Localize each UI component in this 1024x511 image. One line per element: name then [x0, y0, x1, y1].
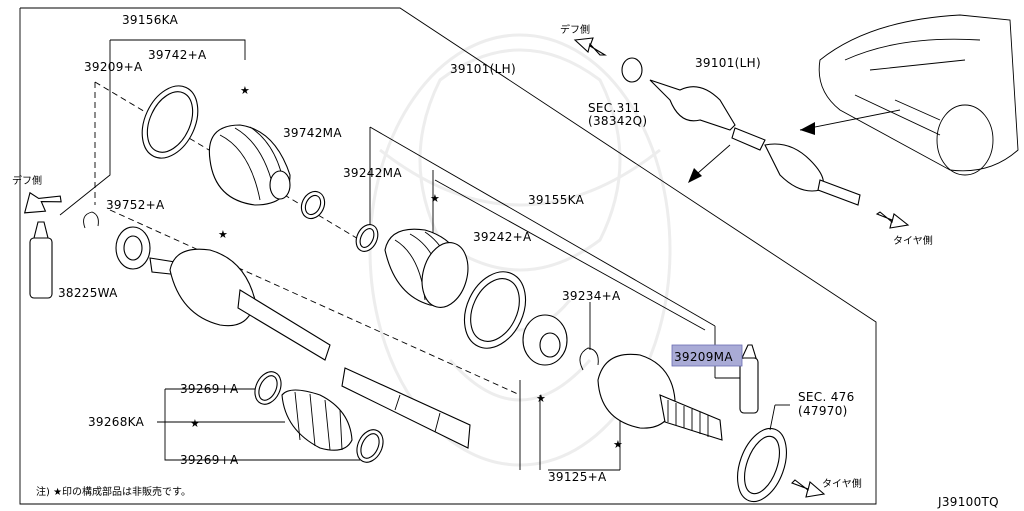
label-39268KA[interactable]: 39268KA: [88, 415, 145, 429]
label-39155KA[interactable]: 39155KA: [528, 193, 585, 207]
boot-clamp-39742A[interactable]: [131, 77, 208, 167]
label-39209MA[interactable]: 39209MA: [674, 350, 733, 364]
boot-39242A[interactable]: [384, 228, 475, 312]
footer-note: 注) ★印の構成部品は非販売です。: [36, 485, 191, 498]
label-39125A[interactable]: 39125+A: [548, 470, 607, 484]
arrow-tire-bottom: [791, 479, 826, 498]
label-39242MA[interactable]: 39242MA: [343, 166, 402, 180]
label-sec311[interactable]: SEC.311: [588, 101, 640, 115]
band-39242A[interactable]: [453, 262, 538, 358]
clamp-39269A-bottom[interactable]: [352, 426, 388, 467]
inset-vehicle: [818, 14, 1019, 176]
label-39242A[interactable]: 39242+A: [473, 230, 532, 244]
label-39269A-bottom[interactable]: 39269+A: [180, 453, 239, 467]
star-marker: ★: [240, 84, 250, 97]
star-marker: ★: [190, 417, 200, 430]
label-39101LH-inset[interactable]: 39101(LH): [695, 56, 761, 70]
arrow-diff-inset: [573, 37, 607, 56]
label-39742MA[interactable]: 39742MA: [283, 126, 342, 140]
boot-39742MA[interactable]: [208, 124, 291, 206]
spider-assembly[interactable]: [522, 314, 568, 366]
lower-leaders: [157, 302, 790, 471]
label-sec476-sub: (47970): [798, 404, 848, 418]
label-tire-side-inset: タイヤ側: [893, 234, 933, 247]
clamp-39242MA[interactable]: [352, 221, 382, 255]
label-39209A[interactable]: 39209+A: [84, 60, 143, 74]
label-38225WA[interactable]: 38225WA: [58, 286, 118, 300]
boot-39268KA[interactable]: [281, 389, 353, 451]
bearing-39752A[interactable]: [115, 226, 151, 270]
grease-tube-right[interactable]: [739, 344, 759, 414]
label-39101LH-main[interactable]: 39101(LH): [450, 62, 516, 76]
inset-arrows: [688, 109, 901, 183]
label-39234A[interactable]: 39234+A: [562, 289, 621, 303]
snap-ring-39234A[interactable]: [579, 347, 599, 371]
clamp-39269A-top[interactable]: [250, 368, 286, 409]
label-39752A[interactable]: 39752+A: [106, 198, 165, 212]
label-39269A-top[interactable]: 39269+A: [180, 382, 239, 396]
label-sec311-sub: (38342Q): [588, 114, 647, 128]
snap-ring-left[interactable]: [83, 211, 99, 229]
arrow-diff-left: [23, 191, 62, 214]
label-tire-side-bottom: タイヤ側: [822, 477, 862, 490]
star-marker: ★: [218, 228, 228, 241]
small-clamp-39742MA[interactable]: [297, 188, 329, 223]
label-39156KA[interactable]: 39156KA: [122, 13, 179, 27]
diagram-code: J39100TQ: [937, 495, 999, 509]
abs-sensor-ring[interactable]: [728, 422, 795, 508]
star-marker: ★: [613, 438, 623, 451]
label-sec476[interactable]: SEC. 476: [798, 390, 855, 404]
outer-joint[interactable]: [597, 353, 723, 441]
label-39742A[interactable]: 39742+A: [148, 48, 207, 62]
drive-shaft[interactable]: [341, 367, 471, 449]
star-marker: ★: [536, 392, 546, 405]
star-marker: ★: [430, 192, 440, 205]
inset-shaft: [621, 57, 861, 206]
label-diff-side-left: デフ側: [12, 174, 42, 187]
inner-joint-housing[interactable]: [149, 248, 331, 361]
arrow-tire-inset: [875, 211, 910, 229]
highlight-39209MA: [671, 344, 743, 367]
grease-tube-left[interactable]: [29, 221, 53, 299]
label-diff-side-inset: デフ側: [560, 23, 590, 36]
